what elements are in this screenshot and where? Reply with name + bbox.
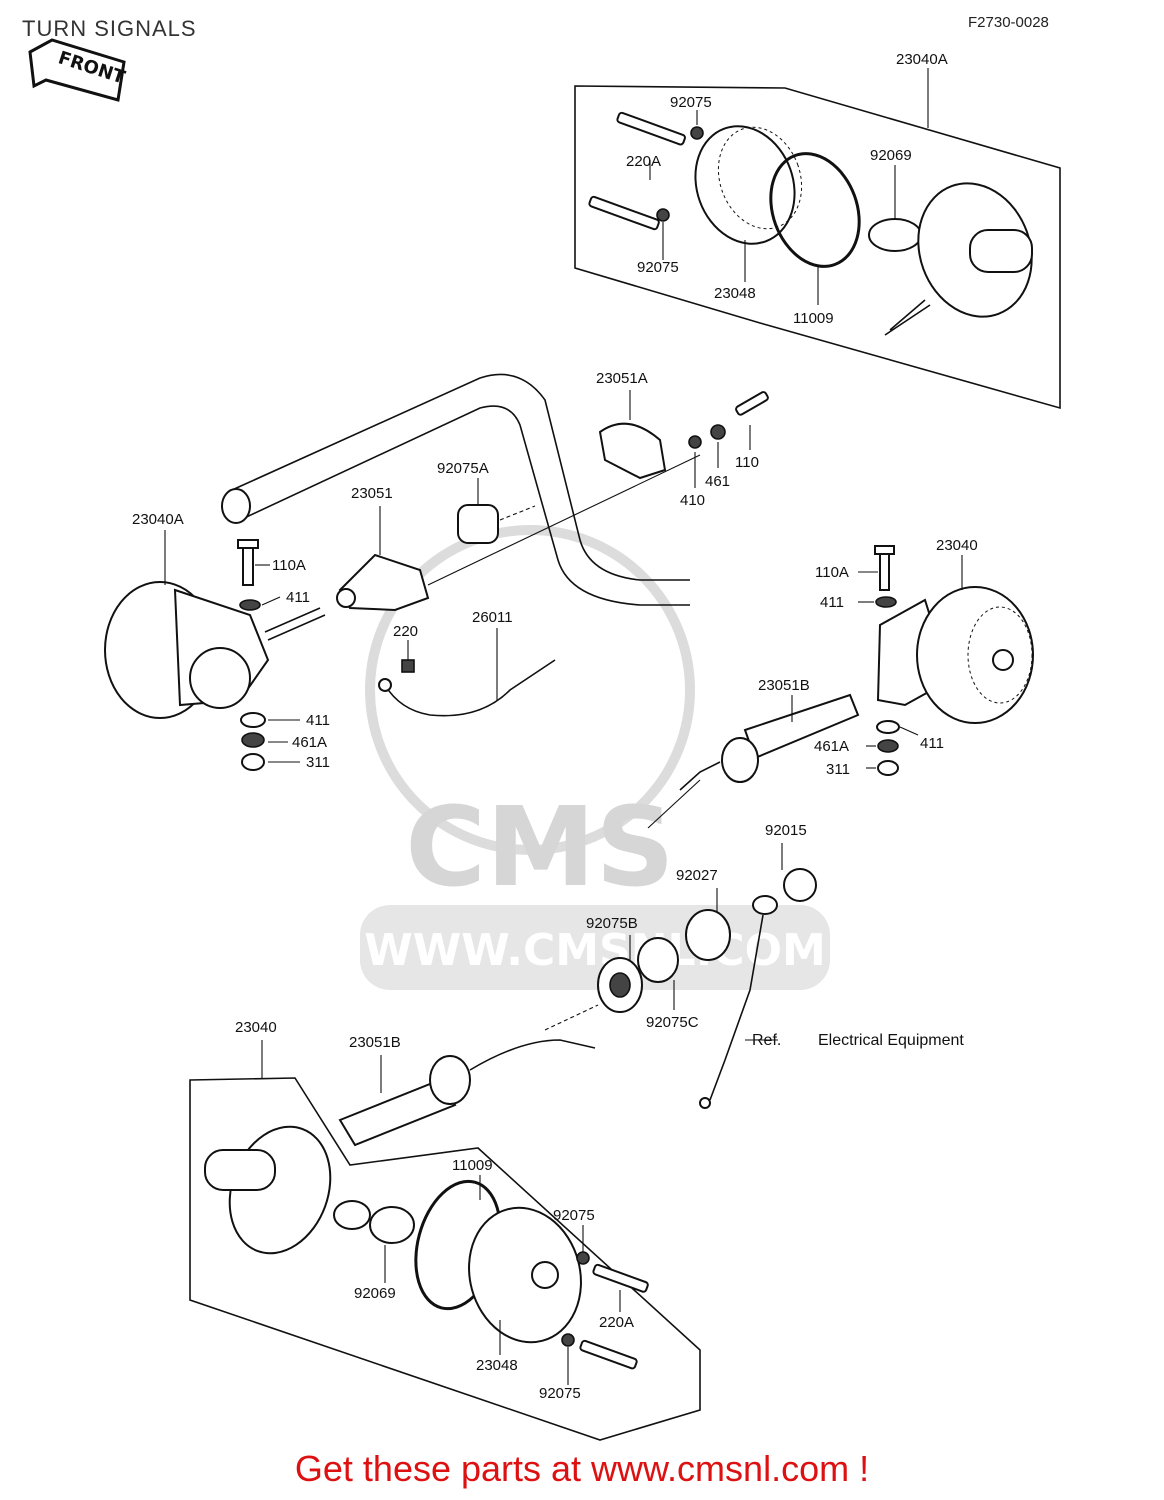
label-461A: 461A (292, 734, 327, 751)
label-23051B: 23051B (758, 677, 810, 694)
label-92075: 92075 (670, 94, 712, 111)
stem-23051B-right (647, 693, 860, 829)
ref-text: Electrical Equipment (818, 1032, 964, 1049)
label-311: 311 (306, 754, 330, 771)
label-410: 410 (680, 492, 705, 509)
fastener-group (544, 843, 817, 1109)
figure-number: F2730-0028 (968, 14, 1049, 31)
label-23051A: 23051A (596, 370, 648, 387)
label-110A: 110A (272, 557, 306, 574)
label-23040: 23040 (235, 1019, 277, 1036)
cms-watermark: CMS WWW.CMSNL.COM (360, 525, 830, 990)
label-110: 110 (735, 454, 759, 471)
washer-icon (656, 208, 670, 222)
handlebar (221, 373, 690, 606)
cta-link-text[interactable]: Get these parts at www.cmsnl.com ! (294, 1448, 870, 1489)
label-23040A: 23040A (132, 511, 184, 528)
label-92027: 92027 (676, 867, 718, 884)
label-411: 411 (306, 712, 330, 729)
label-11009: 11009 (793, 310, 834, 327)
left-lamp-23040A (104, 530, 326, 771)
bolt-icon (588, 111, 686, 231)
clamp-23051A (598, 390, 769, 488)
ref-prefix: Ref. (752, 1032, 781, 1049)
front-arrow-icon: FRONT (28, 38, 128, 102)
label-92015: 92015 (765, 822, 807, 839)
page-title: TURN SIGNALS (22, 16, 197, 41)
label-311: 311 (826, 761, 850, 778)
label-23051B: 23051B (349, 1034, 401, 1051)
label-411: 411 (820, 594, 844, 611)
watermark-brand: CMS (405, 783, 674, 911)
washer-icon (690, 126, 704, 140)
watermark-url: WWW.CMSNL.COM (364, 925, 826, 976)
cap-92075A (457, 478, 536, 544)
stem-icon (969, 229, 1033, 273)
label-461A: 461A (814, 738, 849, 755)
label-11009: 11009 (452, 1157, 493, 1174)
label-92075: 92075 (637, 259, 679, 276)
label-26011: 26011 (472, 609, 513, 626)
right-lamp-23040 (858, 545, 1034, 776)
lead-26011 (378, 628, 556, 717)
label-23040A: 23040A (896, 51, 948, 68)
label-92075: 92075 (553, 1207, 595, 1224)
label-411: 411 (920, 735, 944, 752)
label-23048: 23048 (476, 1357, 518, 1374)
label-220A: 220A (599, 1314, 634, 1331)
gasket-ring-icon (769, 152, 861, 268)
label-92075: 92075 (539, 1385, 581, 1402)
bulb-icon (868, 218, 922, 252)
label-23051: 23051 (351, 485, 393, 502)
label-92075A: 92075A (437, 460, 489, 477)
label-411: 411 (286, 589, 310, 606)
label-110A: 110A (815, 564, 849, 581)
label-220: 220 (393, 623, 418, 640)
label-461: 461 (705, 473, 730, 490)
label-92069: 92069 (354, 1285, 396, 1302)
bottom-lamp-assembly (189, 1039, 701, 1441)
label-23048: 23048 (714, 285, 756, 302)
holder-23051 (336, 454, 701, 612)
label-92075B: 92075B (586, 915, 638, 932)
label-92075C: 92075C (646, 1014, 699, 1031)
top-lamp-assembly (574, 68, 1061, 410)
label-220A: 220A (626, 153, 661, 170)
label-23040: 23040 (936, 537, 978, 554)
label-92069: 92069 (870, 147, 912, 164)
part-labels: 23040A 92075 220A 92069 92075 23048 1100… (132, 51, 978, 1402)
